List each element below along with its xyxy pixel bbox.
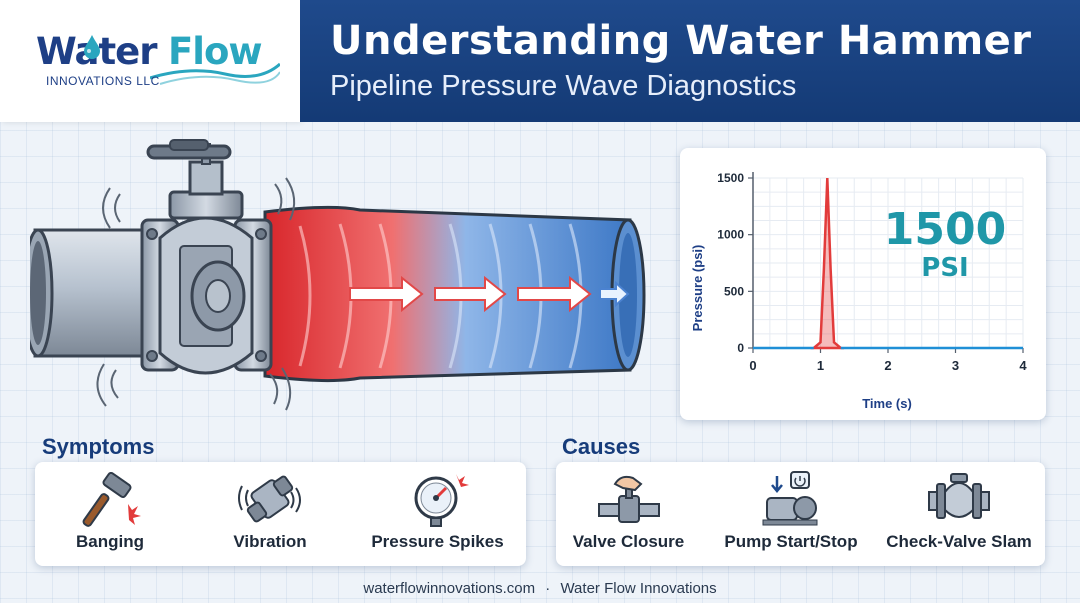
causes-panel: Valve Closure Pump Start/Stop Check-Valv… (556, 462, 1045, 566)
peak-value-label: 1500 (884, 204, 1006, 255)
cause-label: Check-Valve Slam (886, 532, 1032, 551)
pressure-chart-card: 0 1 2 3 4 0 500 1000 1500 Pressure (psi) Time (s… (680, 148, 1046, 420)
peak-unit-label: PSI (921, 253, 968, 283)
symptom-label: Banging (76, 532, 144, 551)
pressure-gauge-icon (414, 474, 469, 527)
logo-word-flow: Flow (168, 30, 263, 73)
symptom-pressure-spikes: Pressure Spikes (355, 462, 520, 566)
x-axis-label: Time (s) (862, 396, 912, 411)
hand-valve-icon (597, 475, 660, 523)
y-tick-label: 500 (724, 284, 744, 298)
logo: Water Flow INNOVATIONS LLC (0, 0, 300, 122)
page-subtitle: Pipeline Pressure Wave Diagnostics (330, 70, 797, 102)
hammer-icon (82, 471, 141, 527)
logo-wave-icon (150, 62, 280, 85)
y-tick-label: 1000 (717, 228, 744, 242)
y-tick-label: 0 (737, 341, 744, 355)
cause-check-valve-slam: Check-Valve Slam (876, 462, 1042, 566)
footer-separator: · (545, 580, 551, 597)
chart-series (753, 177, 1023, 350)
symptoms-heading: Symptoms (42, 434, 155, 459)
x-tick-label: 0 (749, 358, 756, 373)
y-tick-label: 1500 (717, 171, 744, 185)
y-axis-label: Pressure (psi) (690, 245, 705, 332)
symptoms-panel: Banging Vibration Pressure Spikes (35, 462, 526, 566)
x-tick-label: 4 (1019, 358, 1027, 373)
symptom-banging: Banging (35, 462, 185, 566)
logo-subtitle: INNOVATIONS LLC (46, 74, 160, 88)
flow-arrows (349, 275, 630, 313)
cause-valve-closure: Valve Closure (556, 462, 701, 566)
cause-pump-start-stop: Pump Start/Stop (711, 462, 871, 566)
pipe-valve-illustration (30, 139, 646, 411)
chart-axes: 0 1 2 3 4 0 500 1000 1500 (717, 171, 1027, 373)
symptom-label: Pressure Spikes (371, 532, 504, 551)
water-drop-icon (84, 35, 100, 59)
pressure-time-chart: 0 1 2 3 4 0 500 1000 1500 Pressure (psi) Time (s… (690, 171, 1027, 411)
check-valve-icon (928, 473, 990, 519)
pump-icon (762, 471, 818, 526)
header: Water Flow INNOVATIONS LLC Understanding… (0, 0, 1080, 122)
footer-company: Water Flow Innovations (560, 580, 717, 597)
x-tick-label: 1 (817, 358, 824, 373)
x-tick-label: 3 (952, 358, 959, 373)
vibrating-pipe-icon (238, 475, 301, 523)
cause-label: Pump Start/Stop (724, 532, 858, 551)
page-title: Understanding Water Hammer (330, 18, 1032, 64)
x-tick-label: 2 (884, 358, 891, 373)
symptom-vibration: Vibration (195, 462, 345, 566)
symptom-label: Vibration (233, 532, 307, 551)
footer-site-link[interactable]: waterflowinnovations.com (363, 580, 536, 597)
title-banner: Understanding Water Hammer Pipeline Pres… (300, 0, 1080, 122)
pressure-spike (810, 177, 845, 350)
footer: waterflowinnovations.com · Water Flow In… (0, 580, 1080, 597)
cause-label: Valve Closure (572, 532, 685, 551)
causes-heading: Causes (562, 434, 641, 459)
